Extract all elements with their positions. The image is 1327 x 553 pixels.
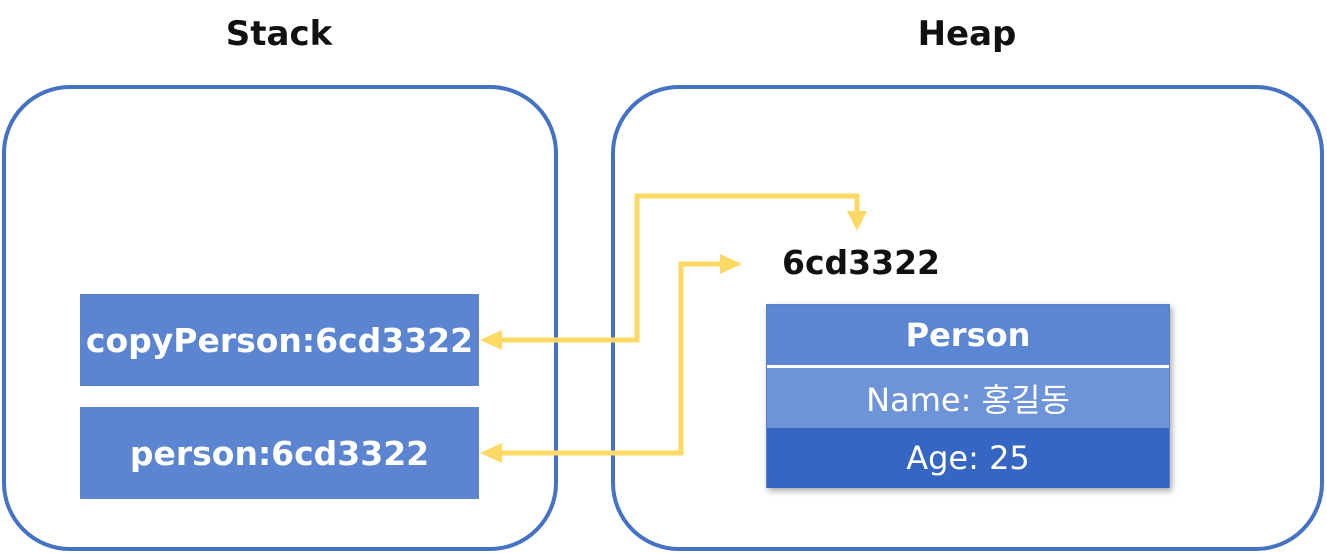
stack-title: Stack	[225, 14, 333, 54]
person-arrowhead-right	[720, 254, 742, 274]
object-class-header: Person	[767, 305, 1169, 368]
heap-panel	[611, 85, 1324, 551]
copy-person-arrowhead-left	[480, 330, 502, 350]
person-variable: person:6cd3322	[80, 407, 479, 499]
person-reference-arrow	[500, 261, 722, 456]
copy-person-arrowhead-down	[847, 211, 867, 231]
copy-person-variable: copyPerson:6cd3322	[80, 294, 479, 386]
person-object-card: Person Name: 홍길동 Age: 25	[766, 304, 1170, 488]
object-name-field: Name: 홍길동	[767, 368, 1169, 428]
stack-panel	[2, 85, 558, 551]
heap-address-label: 6cd3322	[782, 243, 940, 282]
object-age-field: Age: 25	[767, 428, 1169, 488]
heap-title: Heap	[917, 14, 1017, 54]
person-arrowhead-left	[480, 443, 502, 463]
copy-person-reference-arrow	[500, 193, 860, 343]
